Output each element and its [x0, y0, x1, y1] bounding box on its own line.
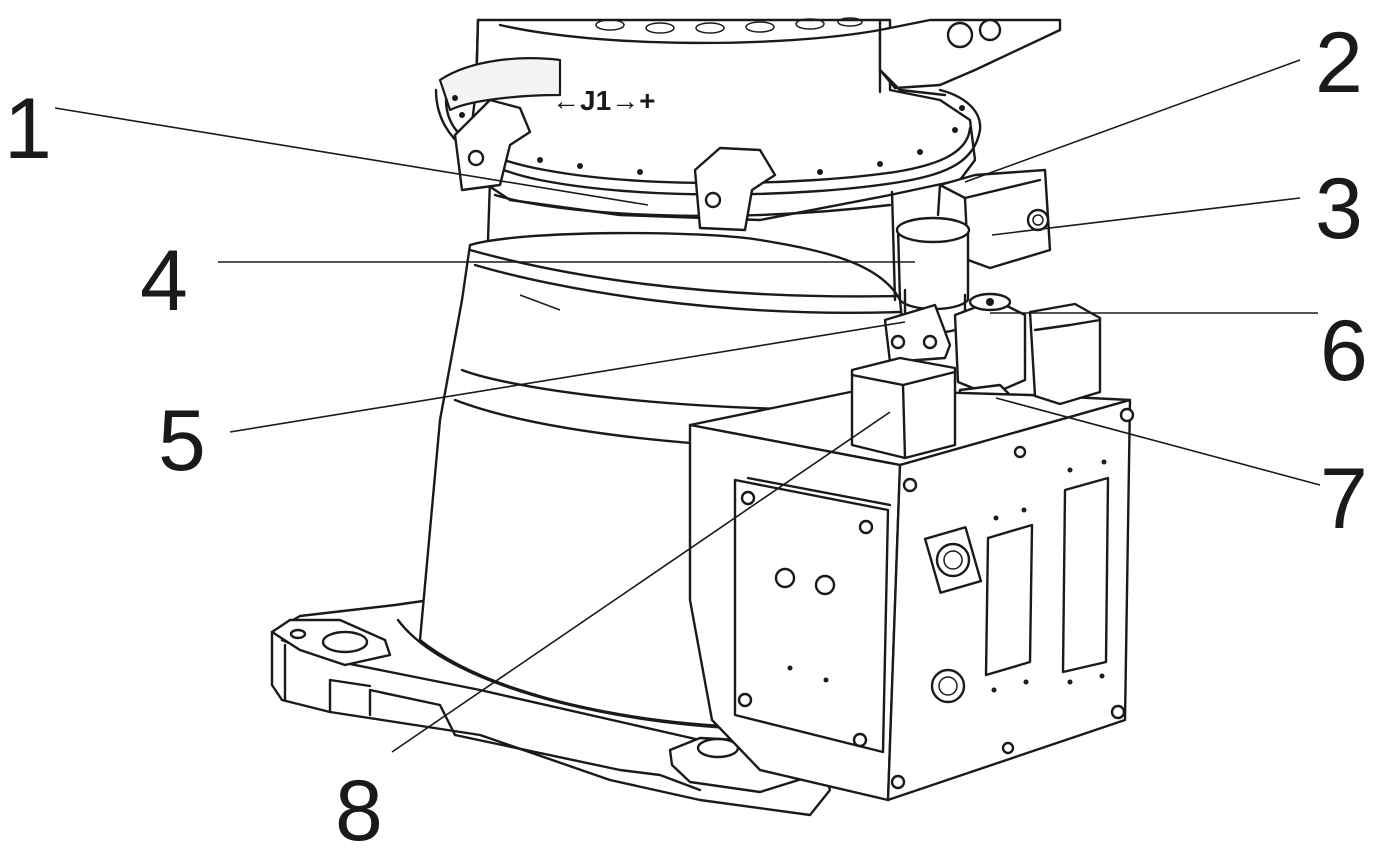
- callout-numbers: 1 2 3 4 5 6 7 8: [4, 15, 1368, 852]
- j1-axis-marking: ←J1→+: [552, 85, 656, 116]
- callout-8: 8: [335, 763, 383, 852]
- callout-2: 2: [1315, 15, 1363, 111]
- callout-1: 1: [4, 81, 52, 177]
- callout-3: 3: [1315, 161, 1363, 257]
- leader-8: [391, 411, 891, 753]
- leader-3: [991, 197, 1301, 236]
- leader-5: [229, 321, 906, 433]
- leader-lines: [54, 59, 1321, 753]
- callout-7: 7: [1320, 451, 1368, 547]
- callout-5: 5: [158, 393, 206, 489]
- leader-7: [995, 397, 1321, 486]
- callout-6: 6: [1320, 303, 1368, 399]
- leader-2: [964, 59, 1301, 183]
- bracket-assembly: [883, 292, 1027, 420]
- leader-1: [54, 107, 649, 206]
- control-box: [688, 302, 1135, 802]
- stop-pin: [895, 216, 971, 334]
- j1-housing: [434, 17, 1062, 302]
- callout-4: 4: [140, 233, 188, 329]
